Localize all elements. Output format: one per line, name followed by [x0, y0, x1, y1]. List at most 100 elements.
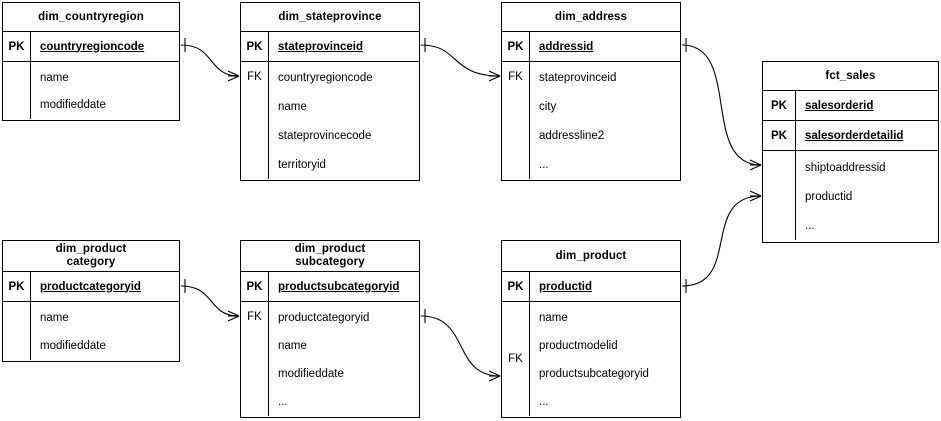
field-cell: stateprovinceid	[269, 32, 419, 61]
field-cell: salesorderid	[796, 91, 938, 120]
relationship-productsubcategory-to-product	[420, 309, 501, 382]
key-row[interactable]: PK productsubcategoryid	[241, 272, 419, 302]
attribute-rows: name modifieddate	[3, 302, 179, 360]
relationship-line	[180, 285, 240, 317]
field-cell: productid	[530, 272, 680, 301]
crows-foot-prong	[749, 164, 762, 171]
field-name: name	[40, 71, 69, 84]
field-name: ...	[539, 396, 549, 408]
field-name: city	[539, 101, 557, 114]
key-badge: PK	[502, 272, 530, 301]
field-name: name	[278, 101, 307, 114]
field-name: territoryid	[278, 158, 326, 171]
field-name: productcategoryid	[40, 280, 141, 293]
crows-foot-prong	[488, 75, 501, 82]
field-name: modifieddate	[278, 368, 344, 380]
foreign-key-badge	[763, 151, 796, 240]
key-row[interactable]: PK addressid	[502, 32, 680, 62]
crows-foot-prong	[749, 159, 762, 166]
field-name: salesorderid	[805, 99, 874, 112]
foreign-key-badge	[3, 62, 31, 119]
relationship-address-to-sales	[681, 38, 762, 171]
key-row[interactable]: PK productid	[502, 272, 680, 302]
field-name: modifieddate	[40, 340, 106, 352]
key-row[interactable]: PK stateprovinceid	[241, 32, 419, 62]
relationship-line	[420, 44, 501, 77]
field-name: productsubcategoryid	[278, 280, 400, 293]
entity-title: dim_product	[502, 241, 680, 272]
field-name: productid	[539, 280, 593, 293]
attribute-rows: FK name productmodelid productsubcategoryid…	[502, 302, 680, 416]
field-name: stateprovinceid	[539, 72, 617, 85]
attribute-list: shiptoaddressid productid...	[796, 151, 938, 240]
field-cell: addressid	[530, 32, 680, 61]
key-badge: PK	[502, 32, 530, 61]
field-name: stateprovinceid	[278, 40, 363, 53]
field-cell: countryregioncode	[31, 32, 179, 61]
field-name: name	[539, 312, 568, 324]
field-name: productid	[805, 190, 853, 203]
relationship-stateprovince-to-address	[420, 38, 501, 82]
field-name: ...	[278, 396, 288, 408]
field-name: countryregioncode	[40, 40, 145, 53]
foreign-key-badge: FK	[502, 302, 530, 416]
relationship-line	[180, 44, 240, 77]
field-name: addressline2	[539, 129, 605, 142]
field-name: productmodelid	[539, 340, 618, 352]
crows-foot-prong	[488, 70, 501, 77]
attribute-list: name modifieddate	[31, 302, 179, 360]
key-badge: PK	[241, 272, 269, 301]
relationship-product-to-sales	[681, 190, 762, 293]
key-badge: PK	[241, 32, 269, 61]
key-badge: PK	[3, 272, 31, 301]
key-badge: PK	[763, 121, 796, 150]
field-name: ...	[805, 219, 815, 232]
attribute-list: name modifieddate	[31, 62, 179, 119]
entity-title: dim_address	[502, 3, 680, 32]
field-name: addressid	[539, 40, 594, 53]
field-name: productcategoryid	[278, 312, 370, 324]
field-name: ...	[539, 158, 549, 171]
foreign-key-badge: FK	[502, 62, 530, 179]
field-name: name	[40, 312, 69, 324]
key-badge: PK	[763, 91, 796, 120]
field-cell: salesorderdetailid	[796, 121, 938, 150]
foreign-key-badge	[3, 302, 31, 360]
field-name: productsubcategoryid	[539, 368, 649, 380]
attribute-rows: name modifieddate	[3, 62, 179, 119]
field-cell: productcategoryid	[31, 272, 179, 301]
relationship-productcategory-to-subcategory	[180, 279, 240, 322]
entity-title: dim_product subcategory	[241, 241, 419, 272]
attribute-rows: FK stateprovinceid city addressline2...	[502, 62, 680, 179]
key-row[interactable]: PK productcategoryid	[3, 272, 179, 302]
key-row[interactable]: PK countryregioncode	[3, 32, 179, 62]
entity-title: dim_product category	[3, 241, 179, 272]
field-name: modifieddate	[40, 99, 106, 112]
crows-foot-prong	[227, 310, 240, 317]
entity-title: dim_stateprovince	[241, 3, 419, 32]
crows-foot-prong	[227, 70, 240, 77]
attribute-rows: shiptoaddressid productid...	[763, 151, 938, 240]
relationship-line	[681, 195, 762, 287]
field-name: countryregioncode	[278, 72, 373, 85]
key-row[interactable]: PK salesorderid	[763, 91, 938, 121]
crows-foot-prong	[488, 375, 501, 382]
relationship-line	[420, 315, 501, 377]
crows-foot-prong	[227, 75, 240, 82]
field-name: shiptoaddressid	[805, 161, 886, 174]
field-cell: productsubcategoryid	[269, 272, 419, 301]
foreign-key-badge: FK	[241, 62, 269, 179]
key-badge: PK	[3, 32, 31, 61]
